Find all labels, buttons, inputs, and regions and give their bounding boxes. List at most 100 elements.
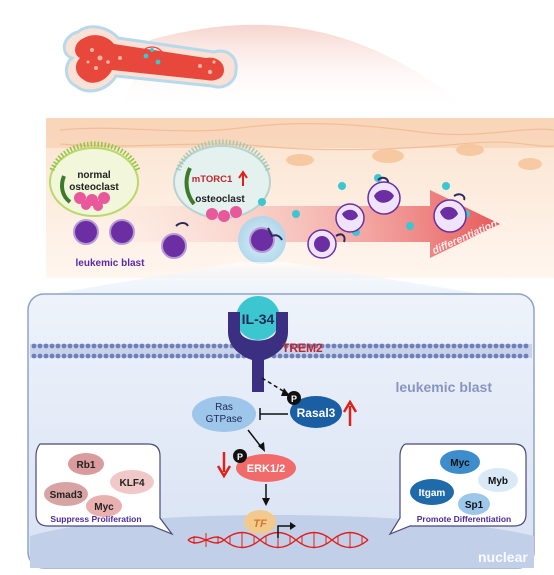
membrane-lipid-head [181, 353, 187, 359]
membrane-lipid-head [523, 343, 529, 349]
membrane-lipid-head [187, 353, 193, 359]
membrane-lipid-head [319, 343, 325, 349]
membrane-lipid-head [511, 353, 517, 359]
membrane-lipid-head [391, 353, 397, 359]
membrane-lipid-head [481, 353, 487, 359]
normal-osteoclast-label-1: normal [77, 170, 111, 181]
membrane-lipid-head [409, 353, 415, 359]
membrane-lipid-head [349, 353, 355, 359]
membrane-lipid-head [427, 343, 433, 349]
membrane-lipid-head [307, 353, 313, 359]
membrane-lipid-head [517, 353, 523, 359]
membrane-lipid-head [523, 353, 529, 359]
membrane-lipid-head [289, 353, 295, 359]
leukemic-blast-membrane-label: leukemic blast [396, 379, 493, 395]
nuclear-label: nuclear [478, 549, 528, 565]
trem2-label: TREM2 [282, 341, 323, 355]
membrane-lipid-head [355, 353, 361, 359]
membrane-lipid-head [289, 343, 295, 349]
membrane-lipid-head [37, 343, 43, 349]
membrane-lipid-head [229, 353, 235, 359]
membrane-lipid-head [469, 353, 475, 359]
membrane-lipid-head [115, 343, 121, 349]
membrane-lipid-head [157, 343, 163, 349]
membrane-lipid-head [121, 353, 127, 359]
membrane-lipid-head [475, 353, 481, 359]
il34-ligand-dots [258, 174, 470, 236]
membrane-lipid-head [493, 343, 499, 349]
membrane-lipid-head [31, 343, 37, 349]
membrane-lipid-head [55, 353, 61, 359]
tf-label: TF [253, 518, 267, 530]
membrane-lipid-head [337, 353, 343, 359]
membrane-lipid-head [223, 343, 229, 349]
membrane-lipid-head [313, 343, 319, 349]
membrane-lipid-head [223, 353, 229, 359]
bone-illustration [62, 24, 470, 110]
membrane-lipid-head [517, 343, 523, 349]
membrane-lipid-head [61, 343, 67, 349]
membrane-lipid-head [331, 343, 337, 349]
membrane-lipid-head [343, 353, 349, 359]
membrane-lipid-head [325, 353, 331, 359]
membrane-lipid-head [499, 353, 505, 359]
suppress-proliferation-caption: Suppress Proliferation [50, 514, 141, 524]
membrane-lipid-head [427, 353, 433, 359]
trem2-to-rasal3-arrow [261, 377, 289, 395]
membrane-lipid-head [79, 353, 85, 359]
membrane-lipid-head [283, 353, 289, 359]
membrane-lipid-head [217, 353, 223, 359]
erk-p-label: P [237, 452, 243, 462]
membrane-lipid-head [295, 353, 301, 359]
membrane-lipid-head [283, 343, 289, 349]
rasal3-node [290, 396, 342, 428]
membrane-lipid-head [97, 353, 103, 359]
promote-differentiation-box: Myc Myb Itgam Sp1 Promote Differentiatio… [388, 443, 527, 536]
membrane-lipid-head [151, 353, 157, 359]
membrane-lipid-head [127, 353, 133, 359]
membrane-lipid-head [67, 343, 73, 349]
membrane-lipid-head [343, 343, 349, 349]
membrane-lipid-head [487, 353, 493, 359]
membrane-lipid-head [163, 343, 169, 349]
membrane-lipid-head [73, 353, 79, 359]
membrane-lipid-head [505, 343, 511, 349]
membrane-lipid-head [337, 343, 343, 349]
membrane-lipid-head [361, 343, 367, 349]
membrane-lipid-head [373, 353, 379, 359]
gene-myc-right: Myc [450, 458, 470, 469]
membrane-lipid-head [451, 353, 457, 359]
promote-differentiation-caption: Promote Differentiation [417, 514, 511, 524]
membrane-lipid-head [349, 343, 355, 349]
transcription-arrow [277, 525, 292, 538]
membrane-lipid-head [421, 353, 427, 359]
erk-phospho [233, 449, 247, 463]
membrane-lipid-head [139, 353, 145, 359]
membrane-lipid-head [49, 353, 55, 359]
membrane-lipid-head [295, 343, 301, 349]
membrane-lipid-head [379, 343, 385, 349]
membrane-lipid-head [127, 343, 133, 349]
membrane-lipid-head [331, 353, 337, 359]
osteoclast-label: osteoclast [195, 194, 245, 205]
gene-rb1: Rb1 [77, 460, 96, 471]
membrane-lipid-head [469, 343, 475, 349]
membrane-lipid-head [79, 343, 85, 349]
tf-node [244, 510, 276, 534]
membrane-lipid-head [403, 343, 409, 349]
membrane-lipid-head [445, 353, 451, 359]
membrane-lipid-head [103, 353, 109, 359]
membrane-lipid-head [145, 353, 151, 359]
membrane-lipid-head [301, 343, 307, 349]
gene-sp1: Sp1 [465, 500, 484, 511]
membrane-lipid-head [145, 343, 151, 349]
rasal3-phospho [287, 391, 301, 405]
membrane-lipid-head [31, 353, 37, 359]
membrane-lipid-head [433, 343, 439, 349]
membrane-lipid-head [457, 343, 463, 349]
membrane-lipid-head [169, 343, 175, 349]
membrane-lipid-head [199, 353, 205, 359]
membrane-lipid-head [277, 353, 283, 359]
membrane-lipid-head [409, 343, 415, 349]
membrane-lipid-head [319, 353, 325, 359]
